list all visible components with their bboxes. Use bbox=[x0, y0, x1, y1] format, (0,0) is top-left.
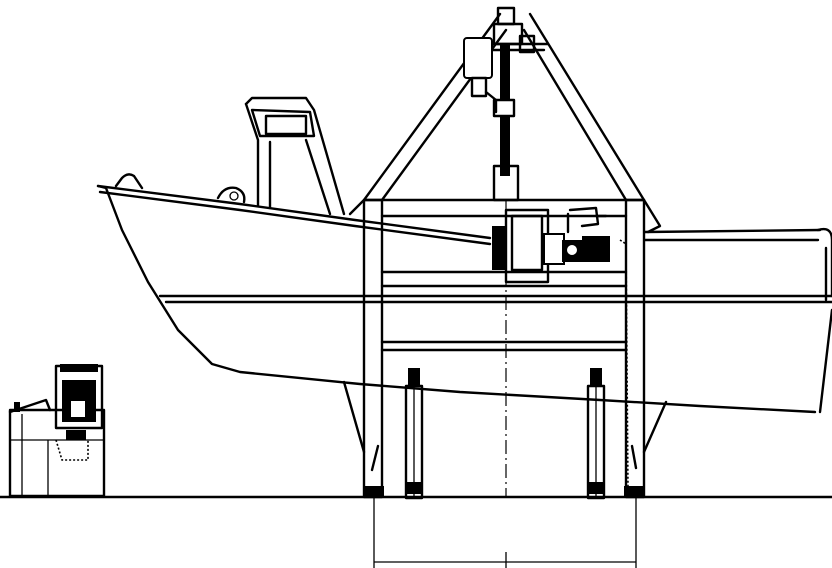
gantry-leg-right bbox=[624, 198, 646, 499]
hpu-pipework bbox=[55, 439, 89, 461]
motor-mount bbox=[470, 76, 488, 98]
stern-transom bbox=[818, 246, 832, 414]
deck-fitting-ring bbox=[229, 191, 239, 201]
winch-gearbox bbox=[543, 233, 565, 265]
span-dimension bbox=[373, 498, 637, 568]
brace-left bbox=[342, 380, 380, 472]
deck-fitting bbox=[216, 186, 246, 204]
brace-right bbox=[630, 400, 668, 470]
hoist-assembly bbox=[463, 6, 610, 284]
support-column-left bbox=[404, 368, 424, 500]
head-block bbox=[496, 6, 516, 26]
hpu-lever bbox=[14, 402, 20, 412]
winch-body bbox=[510, 214, 544, 272]
console-screen bbox=[264, 114, 308, 136]
hpu-control-panel bbox=[8, 398, 52, 414]
column-right-top bbox=[590, 368, 602, 386]
hydraulic-power-unit bbox=[8, 364, 106, 498]
hpu-motor-box bbox=[69, 399, 87, 419]
console-pillar bbox=[268, 138, 332, 216]
winch-drum bbox=[492, 226, 506, 270]
hpu-motor-cap bbox=[60, 364, 98, 372]
hull-keel-line bbox=[96, 184, 817, 414]
column-left-top bbox=[408, 368, 420, 386]
gantry-leg-left bbox=[362, 198, 384, 499]
lift-rod-upper bbox=[500, 44, 510, 100]
winch-motor-hub bbox=[565, 243, 579, 257]
console-back bbox=[244, 102, 260, 208]
valve-block bbox=[568, 206, 608, 228]
a-frame-left-foot bbox=[348, 198, 366, 216]
hull-sheer-inner bbox=[98, 190, 492, 246]
a-frame-right-foot bbox=[642, 198, 662, 234]
console-top-frame bbox=[250, 108, 316, 138]
boat-hull bbox=[96, 173, 832, 414]
hull-sheer-aft bbox=[643, 228, 822, 234]
hull-sheer-line bbox=[96, 184, 492, 240]
hydraulic-motor bbox=[582, 236, 610, 262]
column-right-base bbox=[588, 482, 604, 494]
support-column-right bbox=[586, 368, 606, 500]
console-front bbox=[244, 96, 346, 216]
head-clamp bbox=[518, 34, 536, 54]
foot-right bbox=[624, 486, 644, 496]
lift-rod-lower bbox=[500, 116, 510, 176]
hpu-pump bbox=[66, 430, 86, 440]
a-frame-right bbox=[522, 12, 646, 202]
bow-fitting bbox=[114, 173, 144, 190]
foot-left bbox=[364, 486, 384, 496]
column-left-base bbox=[406, 482, 422, 494]
console bbox=[244, 96, 346, 216]
motor-housing bbox=[463, 37, 493, 79]
